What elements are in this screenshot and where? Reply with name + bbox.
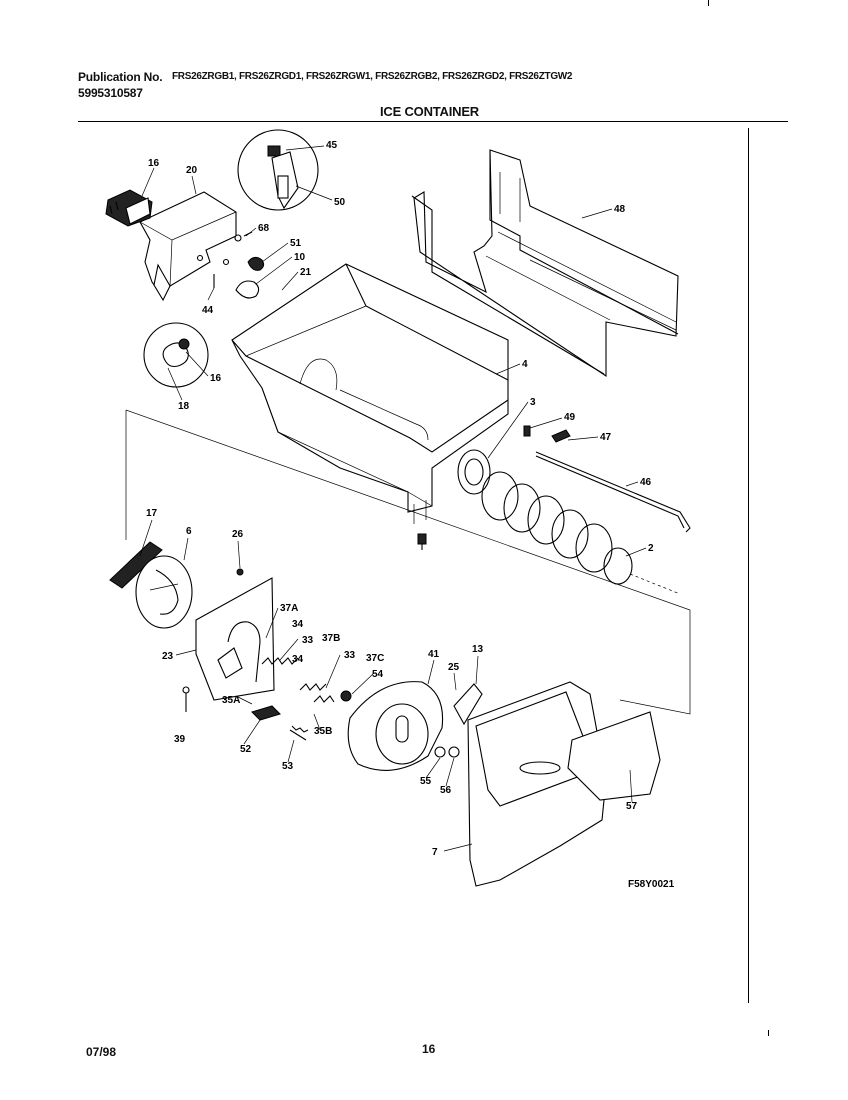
callout-51: 51 [290,238,302,249]
leader-lines [139,145,647,852]
callout-16-top: 16 [148,158,160,169]
rod-assembly [523,425,691,533]
callout-47: 47 [600,432,612,443]
spring-parts [251,657,352,741]
auger-spring [481,471,681,595]
motor-housing [347,681,483,771]
callout-45: 45 [326,140,338,151]
callout-20: 20 [186,165,198,176]
right-border-rule [748,128,749,1003]
callout-34-lower: 34 [292,654,304,665]
callout-26: 26 [232,529,244,540]
callout-18: 18 [178,401,190,412]
footer-date: 07/98 [86,1045,117,1059]
callout-13: 13 [472,644,484,655]
callout-48-top: 48 [614,204,626,215]
callout-37A: 37A [280,603,298,614]
rail-assembly [411,149,679,378]
callout-52: 52 [240,744,252,755]
callout-35B: 35B [314,726,332,737]
callout-labels: 16 20 45 50 48 68 51 10 21 44 16 18 4 3 … [146,140,654,858]
callout-53: 53 [282,761,294,772]
callout-4: 4 [522,359,528,370]
callout-37C: 37C [366,653,384,664]
ice-bucket [231,263,509,550]
callout-17: 17 [146,508,158,519]
callout-7: 7 [432,847,438,858]
corner-tick [708,0,709,6]
callout-6: 6 [186,526,192,537]
callout-50: 50 [334,197,346,208]
callout-33-lower: 33 [344,650,356,661]
callout-56: 56 [440,785,452,796]
callout-3: 3 [530,397,536,408]
callout-68: 68 [258,223,270,234]
callout-35A: 35A [222,695,240,706]
model-list: FRS26ZRGB1, FRS26ZRGD1, FRS26ZRGW1, FRS2… [172,71,573,82]
callout-44: 44 [202,305,214,316]
dispenser-door [467,681,661,887]
header-rule [78,121,788,122]
drawing-code: F58Y0021 [628,879,675,890]
callout-49: 49 [564,412,576,423]
section-title: ICE CONTAINER [380,104,479,119]
publication-number: 5995310587 [78,86,143,100]
publication-label: Publication No. [78,70,163,84]
callout-2: 2 [648,543,654,554]
corner-tick-bottom [768,1030,769,1036]
drum-and-plate [109,541,275,712]
callout-16-left: 16 [210,373,222,384]
detail-circle-top [237,129,319,211]
bracket-assembly [105,189,265,302]
callout-21: 21 [300,267,312,278]
callout-54: 54 [372,669,384,680]
callout-37B: 37B [322,633,340,644]
callout-57: 57 [626,801,638,812]
callout-41: 41 [428,649,440,660]
callout-33-upper: 33 [302,635,314,646]
callout-10: 10 [294,252,306,263]
callout-39: 39 [174,734,186,745]
callout-55: 55 [420,776,432,787]
front-frame-outline [125,409,691,715]
callout-34-upper: 34 [292,619,304,630]
callout-46: 46 [640,477,652,488]
callout-23: 23 [162,651,174,662]
detail-circle-left [143,322,209,388]
page-number: 16 [422,1042,436,1056]
callout-25: 25 [448,662,460,673]
